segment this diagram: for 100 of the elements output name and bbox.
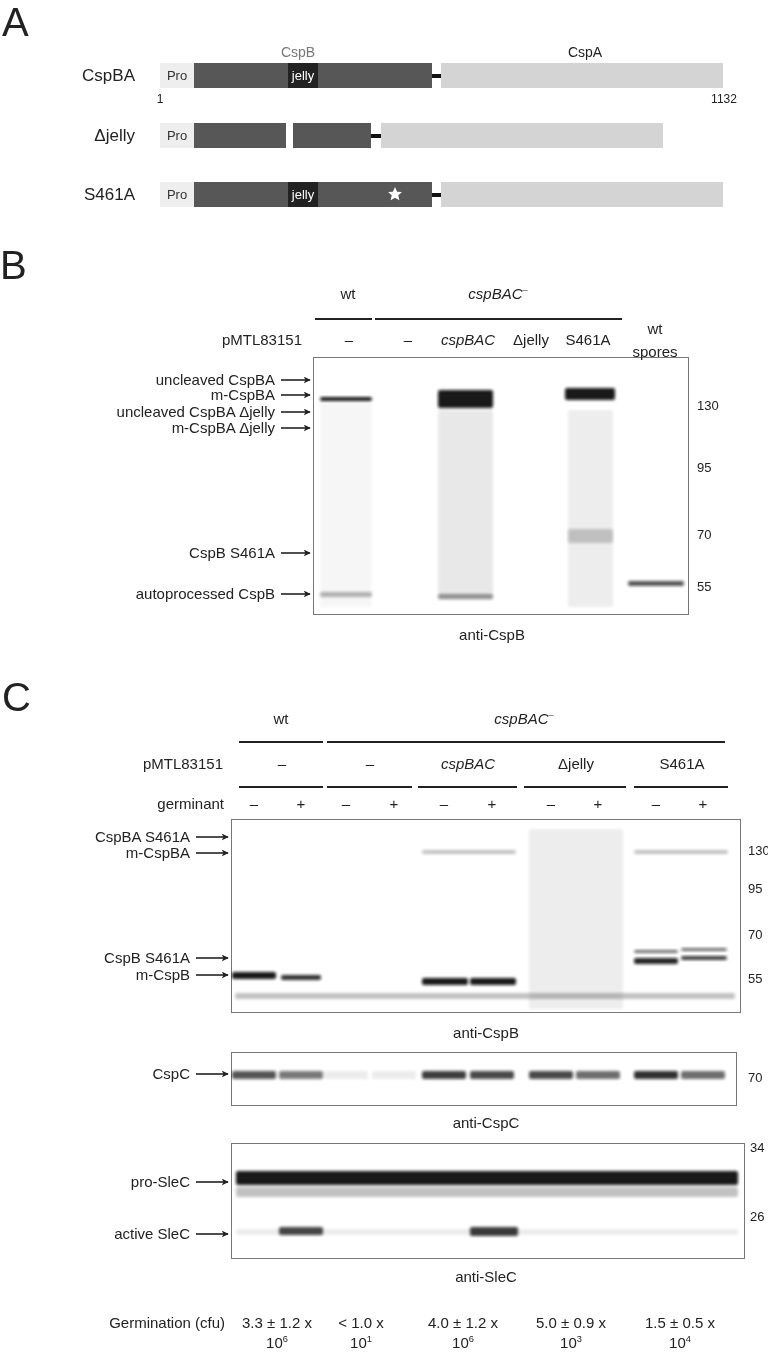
domain-label: Pro [166, 187, 188, 202]
germination-value: < 1.0 x 10$^{1}$ [338, 1313, 384, 1353]
lane-sign: + [296, 795, 306, 813]
lane-sign: + [389, 795, 399, 813]
antibody-label: anti-CspC [452, 1114, 520, 1132]
domain-box [160, 123, 194, 148]
marker-size: 95 [697, 459, 712, 477]
panel-letter: B [0, 243, 27, 287]
lane-sign: – [546, 795, 556, 813]
band-label: autoprocessed CspB [135, 587, 275, 601]
marker-size: 34 [750, 1139, 765, 1157]
picture [231, 819, 741, 1013]
band-label: m-CspBA [210, 388, 275, 402]
row-label: Germination (cfu) [109, 1314, 225, 1332]
lane-label: – [344, 331, 354, 349]
arrow [280, 376, 311, 384]
lane-label: Δjelly [513, 331, 549, 349]
arrow [195, 849, 229, 857]
lane-sign: – [249, 795, 259, 813]
strain-label: cspBAC$^{–}$ [468, 285, 528, 303]
lane-label: S461A [659, 755, 705, 773]
lane-sign: – [651, 795, 661, 813]
band-label: m-CspBA Δjelly [171, 421, 275, 435]
lane-label: – [365, 755, 375, 773]
panel-letter: A [2, 0, 29, 44]
panel-letter: C [2, 675, 31, 719]
domain-label: CspA [567, 44, 603, 60]
band-label: pro-SleC [130, 1175, 190, 1189]
strain-label: wt [340, 285, 356, 303]
domain-box [288, 182, 318, 207]
band-label: uncleaved CspBA Δjelly [116, 405, 275, 419]
domain-bar [441, 182, 723, 207]
marker-size: 95 [748, 880, 763, 898]
picture [231, 1052, 737, 1106]
domain-label: jelly [291, 187, 315, 202]
lane-sign: – [439, 795, 449, 813]
band-label: m-CspBA [125, 846, 190, 860]
residue-number: 1 [156, 91, 164, 108]
lane-sign: + [487, 795, 497, 813]
arrow [195, 1070, 229, 1078]
lane-label: – [403, 331, 413, 349]
arrow [280, 391, 311, 399]
antibody-label: anti-CspB [459, 626, 525, 644]
domain-label: CspB [280, 44, 316, 60]
marker-size: 70 [697, 526, 712, 544]
construct-name: S461A [83, 186, 135, 204]
domain-box [288, 63, 318, 88]
condition-label: germinant [157, 795, 224, 813]
picture [231, 1143, 745, 1259]
strain-label: cspBAC$^{–}$ [494, 710, 554, 728]
lane-label: cspBAC [440, 331, 496, 349]
lane-label: Δjelly [558, 755, 594, 773]
germination-value: 3.3 ± 1.2 x 10$^{6}$ [241, 1313, 313, 1353]
arrow [280, 549, 311, 557]
arrow [280, 590, 311, 598]
domain-bar [194, 182, 432, 207]
marker-size: 70 [748, 926, 763, 944]
arrow [195, 954, 229, 962]
domain-label: Pro [166, 68, 188, 83]
lane-label: wt spores [631, 319, 679, 362]
domain-bar [381, 123, 663, 148]
domain-bar [194, 123, 286, 148]
arrow [195, 1178, 229, 1186]
band-label: m-CspB [135, 968, 190, 982]
band-label: uncleaved CspBA [155, 373, 275, 387]
residue-number: 1132 [711, 91, 737, 108]
domain-label: Pro [166, 128, 188, 143]
strain-label: wt [273, 710, 289, 728]
band-label: active SleC [114, 1227, 190, 1241]
germination-value: 1.5 ± 0.5 x 10$^{4}$ [644, 1313, 716, 1353]
lane-sign: + [698, 795, 708, 813]
band-label: CspC [152, 1067, 190, 1081]
band-label: CspB S461A [104, 951, 190, 965]
domain-box [160, 63, 194, 88]
germination-value: 4.0 ± 1.2 x 10$^{6}$ [427, 1313, 499, 1353]
domain-box [160, 182, 194, 207]
antibody-label: anti-CspB [453, 1024, 519, 1042]
arrow [195, 971, 229, 979]
arrow [280, 424, 311, 432]
antibody-label: anti-SleC [455, 1268, 517, 1286]
domain-label: jelly [291, 68, 315, 83]
domain-bar [293, 123, 371, 148]
marker-size: 55 [697, 578, 712, 596]
marker-size: 26 [750, 1208, 765, 1226]
plasmid-label: pMTL83151 [142, 755, 223, 773]
plasmid-label: pMTL83151 [221, 331, 302, 349]
marker-size: 55 [748, 970, 763, 988]
band-label: CspBA S461A [94, 830, 190, 844]
lane-label: S461A [565, 331, 611, 349]
lane-label: cspBAC [440, 755, 496, 773]
lane-sign: + [593, 795, 603, 813]
arrow [280, 408, 311, 416]
marker-size: 70 [748, 1069, 763, 1087]
lane-sign: – [341, 795, 351, 813]
arrow [195, 833, 229, 841]
construct-name: CspBA [82, 67, 135, 85]
arrow [195, 1230, 229, 1238]
construct-name: Δjelly [94, 127, 135, 145]
germination-value: 5.0 ± 0.9 x 10$^{3}$ [535, 1313, 607, 1353]
band-label: CspB S461A [189, 546, 275, 560]
